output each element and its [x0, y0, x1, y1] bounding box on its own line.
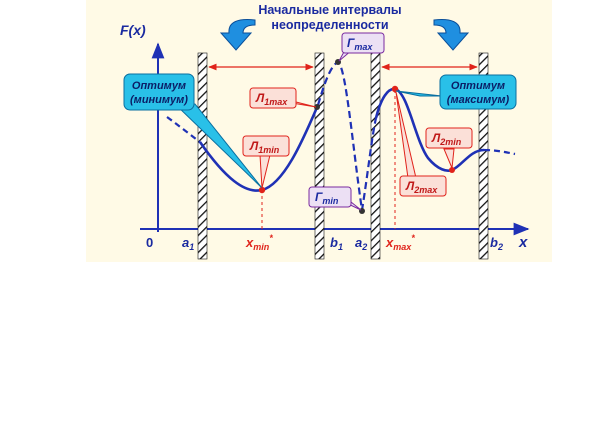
- y-axis-label: F(x): [120, 22, 146, 38]
- curved-arrow-left-icon: [219, 19, 256, 51]
- callout-gmax-box: [341, 32, 385, 54]
- callout-opt-min-box: [123, 73, 195, 111]
- callout-opt-max-line1: Оптимум: [451, 80, 505, 92]
- callout-opt-max-pointer: [395, 90, 443, 97]
- callout-l1max-box: [249, 87, 297, 109]
- curve-interval-2: [374, 87, 485, 172]
- point-l1max: [314, 104, 320, 110]
- tick-label-b2: b2: [490, 235, 503, 252]
- callout-opt-min-line1: Оптимум: [132, 80, 186, 92]
- callout-l2min-pointer: [443, 148, 455, 169]
- callout-l2max-box: [399, 175, 447, 197]
- curve-right-dashed: [483, 148, 516, 156]
- boundary-wall-a1: [197, 52, 208, 260]
- curve-left-dashed: [166, 116, 201, 143]
- callout-l2min-label: Л2min: [431, 131, 462, 147]
- callout-gmin-label: Гmin: [315, 190, 339, 206]
- tick-label-b1: b1: [330, 235, 343, 252]
- callout-l2max-label: Л2max: [405, 179, 438, 195]
- callout-opt-max-box: [439, 74, 517, 110]
- callout-opt-max-line2: (максимум): [447, 94, 510, 106]
- boundary-wall-b1: [314, 52, 325, 260]
- header-title-line2: неопределенности: [271, 18, 388, 32]
- point-min-optimum: [258, 186, 266, 194]
- boundary-wall-b2: [478, 52, 489, 260]
- callout-gmin-box: [308, 186, 352, 208]
- tick-label-xmax: xmax*: [385, 233, 415, 252]
- x-axis-label: x: [518, 234, 528, 251]
- tick-label-a2: a2: [355, 235, 367, 252]
- curve-gap-dashed: [316, 60, 378, 211]
- tick-label-a1: a1: [182, 235, 194, 252]
- boundary-wall-a2: [370, 52, 381, 260]
- callout-l2min-box: [425, 127, 473, 149]
- callout-l1min-box: [242, 135, 290, 157]
- callout-l1min-label: Л1min: [249, 139, 280, 155]
- origin-label: 0: [146, 235, 153, 250]
- callout-l1max-label: Л1max: [255, 91, 288, 107]
- header-title-line1: Начальные интервалы: [258, 3, 401, 17]
- tick-label-xmin: xmin*: [245, 233, 273, 252]
- point-l2min: [449, 167, 455, 173]
- curved-arrow-right-icon: [433, 19, 470, 51]
- callout-gmax-label: Гmax: [347, 36, 373, 52]
- callout-opt-min-line2: (минимум): [130, 94, 188, 106]
